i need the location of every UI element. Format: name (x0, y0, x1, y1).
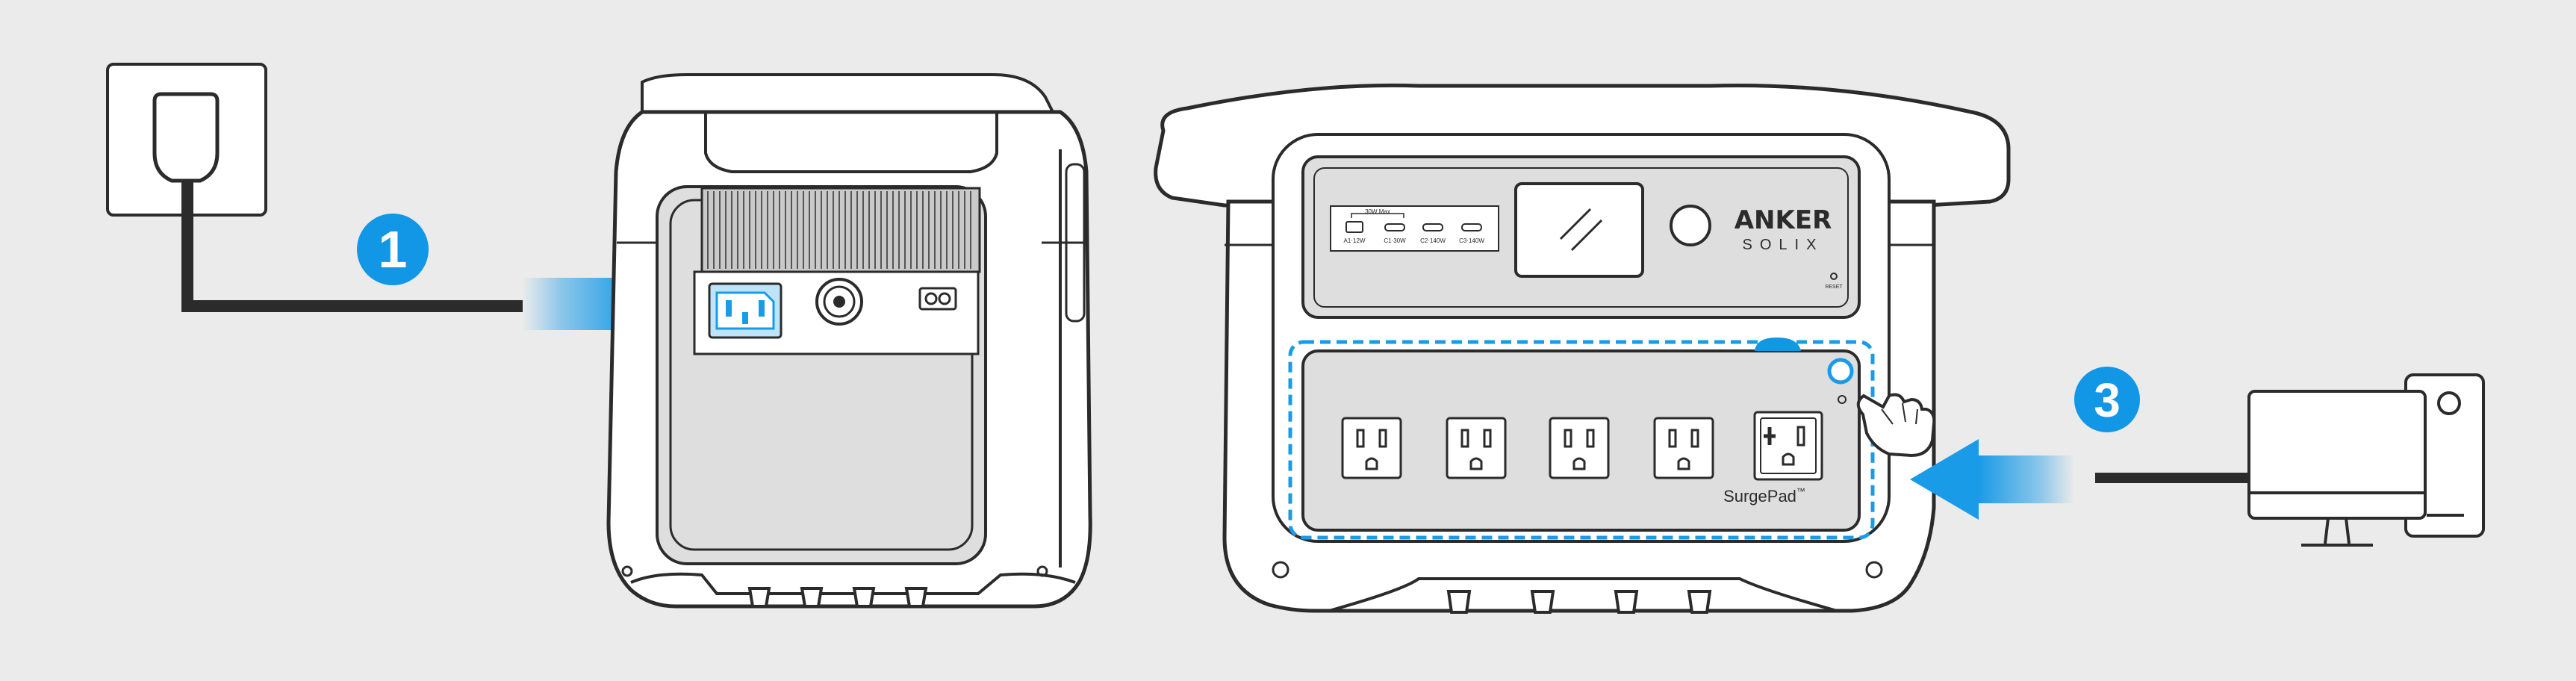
surgepad-label-text: SurgePad (1723, 487, 1796, 506)
wall-outlet-icon (106, 63, 267, 217)
usb-c1-label: C1·30W (1384, 237, 1406, 244)
ac-outlet-3 (1549, 417, 1610, 479)
power-station-rear (606, 73, 1092, 609)
ac-outlet-4 (1653, 417, 1714, 479)
power-cord-icon (181, 181, 523, 312)
step-badge-1: 1 (357, 214, 429, 285)
rear-switch (918, 287, 957, 311)
display-screen (1514, 182, 1644, 278)
usb-ports: 30W Max A1·12W C1·30W C2·140W C3·140W (1330, 205, 1499, 252)
usb-a1-label: A1·12W (1344, 237, 1366, 244)
ac-outlet-20a (1753, 411, 1823, 481)
brand-logo-solix: SOLIX (1743, 237, 1824, 253)
ac-outlet-1 (1341, 417, 1402, 479)
surgepad-label: SurgePad™ (1723, 486, 1805, 506)
usb-c2-label: C2·140W (1420, 237, 1446, 244)
brand-logo-anker: ANKER (1735, 205, 1832, 235)
round-connector (815, 278, 863, 326)
step-number-1: 1 (379, 220, 408, 279)
step-badge-3: 3 (2074, 367, 2140, 432)
usb-c3-label: C3·140W (1459, 237, 1484, 244)
ac-input-port (708, 282, 783, 339)
arrow-left-icon (1910, 439, 2074, 520)
power-station-front: 30W Max A1·12W C1·30W C2·140W C3·140W AN… (1154, 83, 2011, 614)
step-number-3: 3 (2094, 373, 2121, 427)
reset-label: RESET (1825, 284, 1843, 290)
power-button (1670, 205, 1711, 246)
surgepad-button (1827, 358, 1854, 385)
ac-outlet-2 (1446, 417, 1507, 479)
usb-group-label: 30W Max (1365, 208, 1390, 215)
desktop-computer-icon (2247, 373, 2485, 547)
surgepad-tm: ™ (1796, 486, 1805, 497)
hand-pointer-icon (1856, 393, 1936, 458)
